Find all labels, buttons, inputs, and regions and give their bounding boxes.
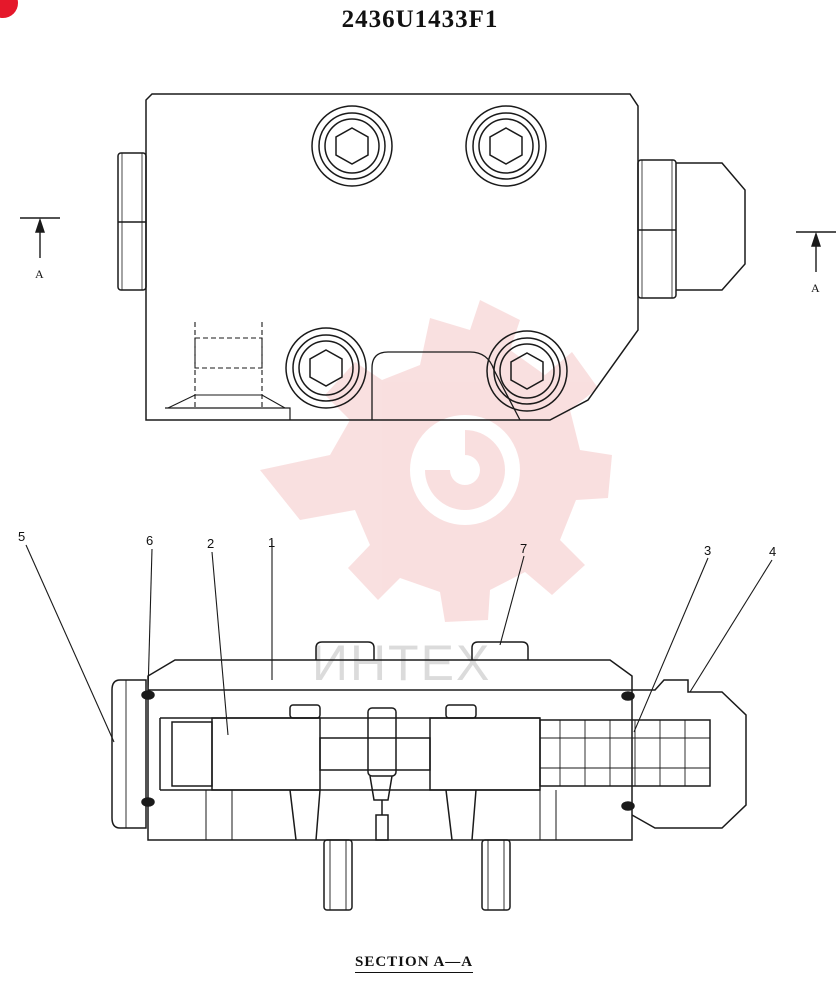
spool-land-left (211, 717, 321, 791)
callout-4: 4 (769, 544, 776, 559)
callout-1: 1 (268, 535, 275, 550)
spring-chamber (539, 719, 711, 787)
watermark-text: ИНТЕХ (312, 635, 491, 691)
callout-5: 5 (18, 529, 25, 544)
bottom-stud-right (481, 839, 511, 911)
bolt-bottom-left (285, 327, 367, 409)
bolt-bottom-right (486, 330, 568, 412)
section-view (111, 641, 747, 911)
bolt-top-left (311, 105, 393, 187)
section-label-right: A (811, 281, 820, 295)
callout-3: 3 (704, 543, 711, 558)
right-fitting (676, 162, 746, 291)
right-hex-nut (637, 159, 677, 299)
leader-lines (25, 540, 773, 743)
bottom-stud-left (323, 839, 353, 911)
section-label-left: A (35, 267, 44, 281)
left-end-cap (111, 679, 147, 829)
spool-land-right (429, 717, 541, 791)
right-end-cap (631, 679, 747, 829)
callout-2: 2 (207, 536, 214, 551)
bolt-top-right (465, 105, 547, 187)
spool-plug (171, 721, 213, 787)
watermark-logo-icon (260, 300, 612, 622)
section-body-outline (147, 659, 633, 841)
callout-7: 7 (520, 541, 527, 556)
callout-6: 6 (146, 533, 153, 548)
section-caption: SECTION A—A (355, 954, 474, 973)
section-arrow-right (796, 231, 836, 272)
corner-marker (0, 0, 18, 18)
top-view (117, 93, 746, 421)
section-arrow-left (20, 217, 60, 258)
drawing-number: 2436U1433F1 (341, 6, 499, 33)
